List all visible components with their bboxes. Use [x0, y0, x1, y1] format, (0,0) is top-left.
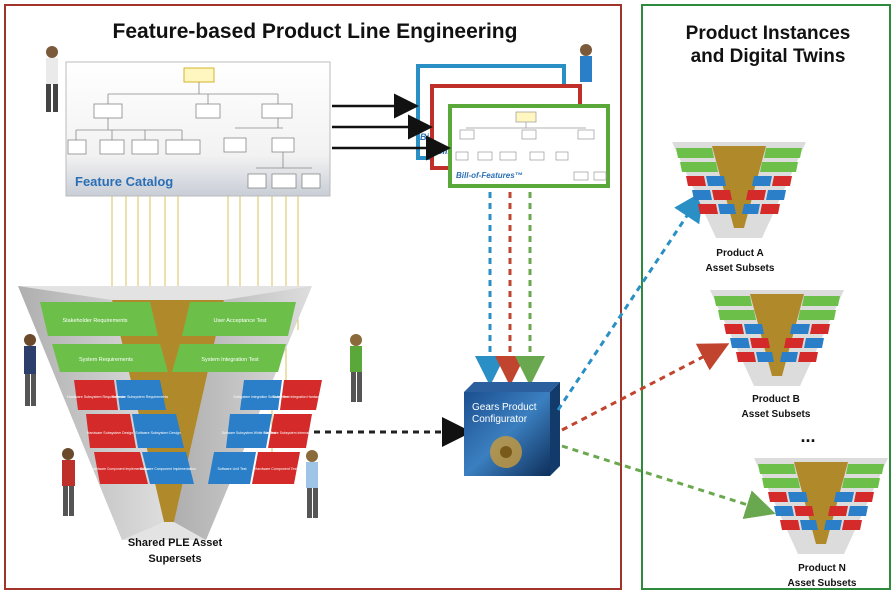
vee-left-blue-3-label: Software Component Implementation: [140, 467, 196, 471]
vee-right-blue-3-label: Software Unit Test: [217, 467, 246, 471]
vee-left-red-3: [94, 452, 148, 484]
vee-left-step-2: [52, 344, 168, 372]
vee-right-blue-1: [240, 380, 282, 410]
vee-right-blue-1-label: Subsystem Integration Software Test: [233, 395, 288, 399]
vee-right-red-3: [252, 452, 300, 484]
right-title-line1: Product Instances: [685, 23, 851, 44]
vee-left-blue-1: [116, 380, 166, 410]
catalog-to-bills-arrows: [332, 93, 451, 161]
vee-right-step-2: [172, 344, 286, 372]
engineer-figure-right-bottom: [306, 450, 318, 518]
vee-left-red-2: [86, 414, 136, 448]
vee-left-red-1-label: Hardware Subsystem Requirements: [67, 395, 125, 399]
bill-of-features-stack: Bill Bill Bill-of-Features™: [416, 64, 610, 188]
vee-right-blue-2-label: Software Subsystem White Box Test: [222, 431, 277, 435]
feature-tree: [67, 67, 321, 189]
feature-catalog-label: Feature Catalog: [75, 174, 173, 189]
vee-right-red-2: [268, 414, 312, 448]
engineer-figure-bills: [580, 44, 592, 82]
engineer-figure-left-bottom: [62, 448, 75, 516]
bills-to-configurator-arrows: [475, 192, 545, 386]
gears-product-configurator: Gears Product Configurator: [464, 382, 560, 476]
product-b-line2: Asset Subsets: [742, 409, 811, 420]
vee-left-blue-2-label: Software Subsystem Design: [135, 431, 180, 435]
product-a-vee: [672, 142, 806, 238]
vee-left-red-1: [74, 380, 118, 410]
feature-catalog: Feature Catalog: [65, 61, 331, 197]
engineer-figure-left-top: [24, 334, 36, 406]
configurator-to-products-arrows: [556, 191, 776, 520]
vee-left-blue-3: [142, 452, 194, 484]
vee-right-red-2-label: Hardware Subsystem Internal Test: [264, 431, 316, 435]
shared-caption-line2: Supersets: [148, 553, 201, 565]
vee-right-blue-2: [226, 414, 272, 448]
vee-left-step-1-label: Stakeholder Requirements: [62, 318, 127, 324]
bill-of-features-label: Bill-of-Features™: [456, 171, 523, 180]
vee-left-red-3-label: Hardware Component Implementation: [91, 467, 148, 471]
products-ellipsis: ...: [800, 426, 815, 446]
product-a-line1: Product A: [716, 248, 763, 259]
configurator-label-line2: Configurator: [472, 414, 528, 425]
right-title-line2: and Digital Twins: [690, 46, 846, 67]
vee-left-step-1: [40, 302, 158, 336]
vee-right-step-1-label: User Acceptance Test: [213, 318, 267, 324]
feature-ple-panel: Feature-based Product Line Engineering: [4, 4, 622, 590]
vee-right-red-1: [280, 380, 322, 410]
engineer-figure-right-top: [350, 334, 362, 402]
vee-labels: Stakeholder Requirements System Requirem…: [62, 318, 329, 471]
shared-asset-vee: [18, 286, 322, 540]
product-n-line1: Product N: [798, 563, 846, 574]
vee-left-blue-1-label: Software Subsystem Requirements: [112, 395, 169, 399]
vee-left-red-2-label: Hardware Subsystem Design: [87, 431, 134, 435]
product-n-line2: Asset Subsets: [788, 578, 857, 589]
engineer-figures-vee: [24, 334, 362, 518]
vee-right-blue-3: [208, 452, 256, 484]
product-instances-panel: Product Instances and Digital Twins: [641, 4, 891, 590]
engineer-figure-catalog: [46, 46, 58, 112]
configurator-label-line1: Gears Product: [472, 402, 537, 413]
shared-caption-line1: Shared PLE Asset: [128, 537, 223, 549]
right-panel-title: Product Instances and Digital Twins: [643, 22, 893, 68]
vee-right-step-1: [182, 302, 296, 336]
vee-right-red-1-label: Subsystem Integration Hardware Test: [273, 395, 330, 399]
product-b-vee: [710, 290, 844, 386]
product-n-vee: [754, 458, 888, 554]
product-b-line1: Product B: [752, 394, 800, 405]
vee-right-red-3-label: Hardware Component Test: [255, 467, 298, 471]
vee-left-step-2-label: System Requirements: [79, 357, 133, 363]
product-a-line2: Asset Subsets: [706, 263, 775, 274]
vee-right-step-2-label: System Integration Test: [201, 357, 259, 363]
product-captions: Product A Asset Subsets Product B Asset …: [706, 248, 857, 589]
vee-left-blue-2: [132, 414, 184, 448]
left-panel-title: Feature-based Product Line Engineering: [112, 20, 518, 43]
